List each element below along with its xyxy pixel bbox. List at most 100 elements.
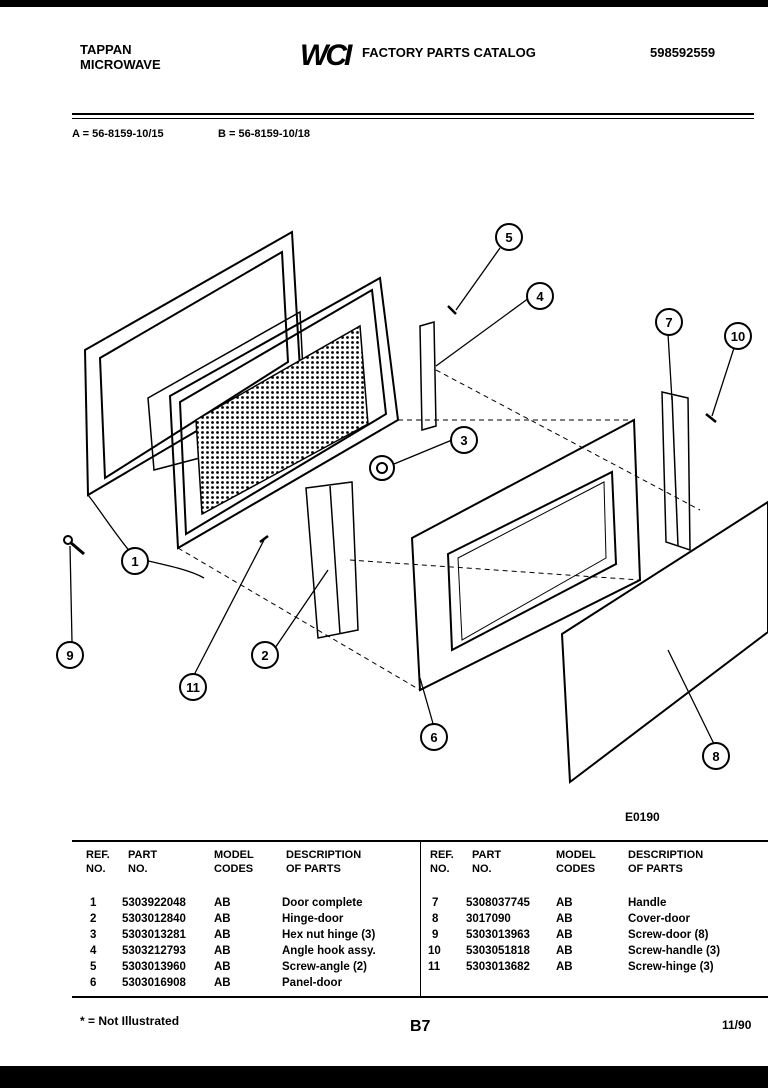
header-model-line2: CODES [214, 863, 254, 875]
row-7-desc: Handle [628, 897, 667, 909]
cover-door [560, 500, 768, 784]
row-7-codes: AB [556, 897, 573, 909]
row-3-desc: Hex nut hinge (3) [282, 929, 376, 941]
bottom-border [0, 1066, 768, 1088]
row-10-desc: Screw-handle (3) [628, 945, 721, 957]
row-8-part: 3017090 [466, 913, 511, 925]
callout-1-label: 1 [131, 554, 138, 569]
callout-3-label: 3 [460, 433, 467, 448]
header-part: PART NO. [128, 848, 157, 876]
row-10-ref: 10 [428, 945, 441, 957]
header-desc-right-line1: DESCRIPTION [628, 849, 704, 861]
row-1-ref: 1 [90, 897, 97, 909]
callout-6-label: 6 [430, 730, 437, 745]
callout-9-label: 9 [66, 648, 73, 663]
row-2-ref: 2 [90, 913, 97, 925]
row-6-ref: 6 [90, 977, 97, 989]
row-11-desc: Screw-hinge (3) [628, 961, 714, 973]
header-ref-line1: REF. [86, 849, 110, 861]
row-8-codes: AB [556, 913, 573, 925]
header-desc: DESCRIPTION OF PARTS [286, 848, 361, 876]
header-desc-right-line2: OF PARTS [628, 863, 683, 875]
header-desc-right: DESCRIPTION OF PARTS [628, 848, 703, 876]
header-ref: REF. NO. [86, 848, 110, 876]
model-a-label: A = 56-8159-10/15 [72, 128, 164, 140]
table-bottom-rule [72, 996, 768, 998]
row-8-desc: Cover-door [628, 913, 690, 925]
row-5-part: 5303013960 [122, 961, 186, 973]
callout-2: 2 [251, 641, 279, 669]
screw-angle [447, 305, 457, 315]
model-b-label: B = 56-8159-10/18 [218, 128, 311, 140]
callout-9: 9 [56, 641, 84, 669]
header-model-line1: MODEL [214, 849, 254, 861]
header-part-right-line1: PART [472, 849, 502, 861]
callout-2-label: 2 [261, 648, 268, 663]
row-11-part: 5303013682 [466, 961, 530, 973]
catalog-date: 11/90 [722, 1018, 752, 1032]
row-4-desc: Angle hook assy. [282, 945, 376, 957]
table-top-rule [72, 840, 768, 842]
header-rule [72, 113, 754, 115]
header-ref-right-line1: REF. [430, 849, 454, 861]
callout-4-label: 4 [536, 289, 544, 304]
callout-11-label: 11 [186, 680, 200, 695]
row-10-codes: AB [556, 945, 573, 957]
callout-10-label: 10 [731, 329, 745, 344]
row-9-part: 5303013963 [466, 929, 530, 941]
wci-logo: WCI [300, 39, 356, 68]
row-9-desc: Screw-door (8) [628, 929, 709, 941]
callout-5: 5 [495, 223, 523, 251]
callout-5-label: 5 [505, 230, 512, 245]
row-1-part: 5303922048 [122, 897, 186, 909]
header-part-right: PART NO. [472, 848, 501, 876]
callout-7-label: 7 [665, 315, 672, 330]
inner-door-frame [168, 276, 400, 550]
catalog-title: FACTORY PARTS CATALOG [362, 45, 536, 60]
page-number: B7 [410, 1018, 431, 1035]
row-4-codes: AB [214, 945, 231, 957]
callout-1: 1 [121, 547, 149, 575]
header-desc-line1: DESCRIPTION [286, 849, 362, 861]
screw-door [63, 535, 85, 556]
callout-8-label: 8 [712, 749, 719, 764]
header-desc-line2: OF PARTS [286, 863, 341, 875]
screw-hinge [259, 535, 269, 543]
exploded-parts-diagram: 1 2 3 4 5 6 7 8 [56, 223, 768, 784]
row-6-desc: Panel-door [282, 977, 343, 989]
header-model-right-line1: MODEL [556, 849, 596, 861]
hinge-door-part [305, 481, 359, 639]
header-ref-right-line2: NO. [430, 863, 450, 875]
header-model: MODEL CODES [214, 848, 254, 876]
row-6-part: 5303016908 [122, 977, 186, 989]
door-handle [661, 391, 691, 552]
row-10-part: 5303051818 [466, 945, 530, 957]
wci-logo-text: WCI [300, 39, 353, 68]
header-rule-thin [72, 118, 754, 119]
row-3-codes: AB [214, 929, 231, 941]
row-2-codes: AB [214, 913, 231, 925]
callout-11: 11 [179, 673, 207, 701]
row-3-ref: 3 [90, 929, 97, 941]
callout-10: 10 [724, 322, 752, 350]
row-2-part: 5303012840 [122, 913, 186, 925]
row-11-codes: AB [556, 961, 573, 973]
row-5-codes: AB [214, 961, 231, 973]
brand-name: TAPPAN MICROWAVE [80, 42, 200, 72]
row-9-codes: AB [556, 929, 573, 941]
header-part-right-line2: NO. [472, 863, 492, 875]
angle-hook-assembly [419, 321, 437, 431]
screw-handle [705, 413, 717, 423]
callout-6: 6 [420, 723, 448, 751]
row-5-desc: Screw-angle (2) [282, 961, 367, 973]
row-6-codes: AB [214, 977, 231, 989]
row-4-ref: 4 [90, 945, 97, 957]
row-3-part: 5303013281 [122, 929, 186, 941]
header-part-line2: NO. [128, 863, 148, 875]
header-model-right: MODEL CODES [556, 848, 596, 876]
callout-8: 8 [702, 742, 730, 770]
header-model-right-line2: CODES [556, 863, 596, 875]
header-ref-line2: NO. [86, 863, 106, 875]
row-5-ref: 5 [90, 961, 97, 973]
callout-3: 3 [450, 426, 478, 454]
